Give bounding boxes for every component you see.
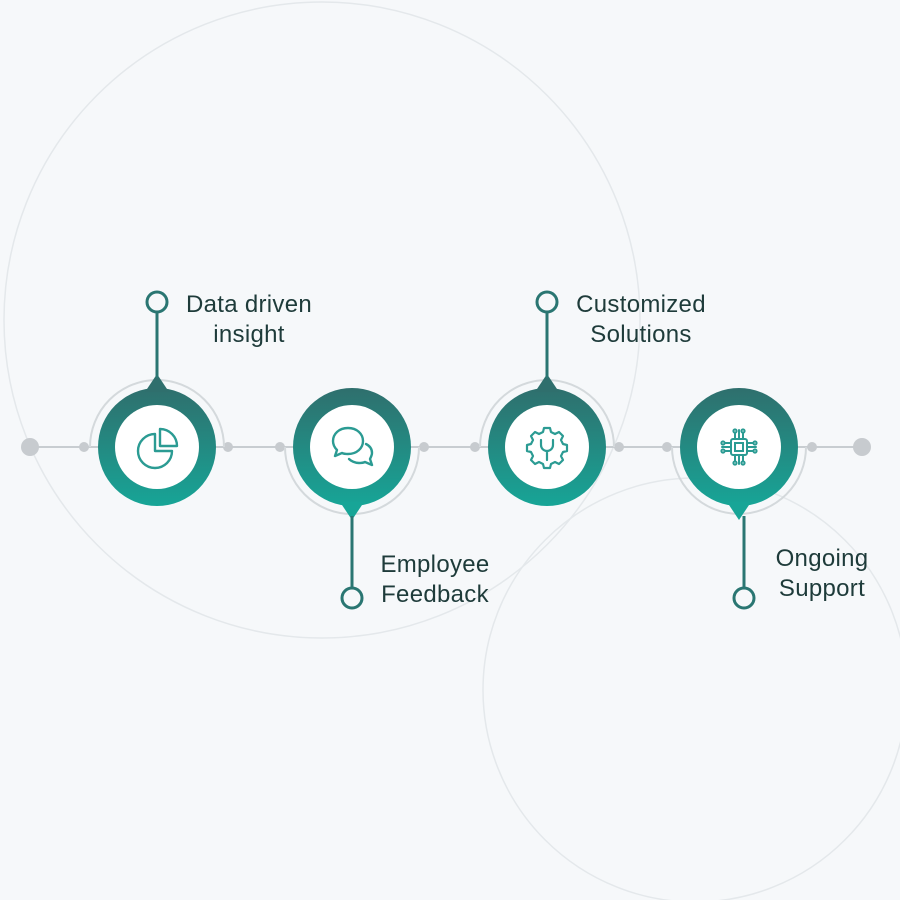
gear-wrench-icon bbox=[525, 426, 569, 470]
step-node-3 bbox=[479, 290, 615, 506]
connector-dot bbox=[807, 442, 817, 452]
connector-dot bbox=[662, 442, 672, 452]
node-center bbox=[505, 405, 589, 489]
background-circle-large bbox=[3, 1, 641, 639]
step-node-4 bbox=[671, 388, 807, 610]
connector-dot bbox=[470, 442, 480, 452]
node-pointer bbox=[340, 502, 364, 520]
node-pointer bbox=[727, 502, 751, 520]
callout-dot bbox=[340, 586, 364, 610]
step-label-employee-feedback: Employee Feedback bbox=[380, 551, 490, 608]
callout-dot bbox=[145, 290, 169, 314]
callout-dot bbox=[535, 290, 559, 314]
node-center bbox=[697, 405, 781, 489]
connector-dot bbox=[614, 442, 624, 452]
connector-dot bbox=[223, 442, 233, 452]
node-pointer bbox=[535, 374, 559, 392]
node-center bbox=[115, 405, 199, 489]
node-pointer bbox=[145, 374, 169, 392]
timeline-end-dot bbox=[853, 438, 871, 456]
callout-dot bbox=[732, 586, 756, 610]
step-node-2 bbox=[284, 388, 420, 610]
step-node-1 bbox=[89, 290, 225, 506]
step-label-customized-solutions: Customized Solutions bbox=[576, 291, 706, 348]
step-label-data-driven-insight: Data driven insight bbox=[185, 291, 313, 348]
connector-dot bbox=[419, 442, 429, 452]
circuit-chip-icon bbox=[720, 428, 758, 466]
step-label-ongoing-support: Ongoing Support bbox=[775, 545, 869, 602]
pie-chart-icon bbox=[136, 427, 179, 470]
background-circle-small bbox=[482, 477, 900, 900]
connector-dot bbox=[79, 442, 89, 452]
timeline-start-dot bbox=[21, 438, 39, 456]
chat-bubbles-icon bbox=[331, 426, 374, 467]
connector-dot bbox=[275, 442, 285, 452]
